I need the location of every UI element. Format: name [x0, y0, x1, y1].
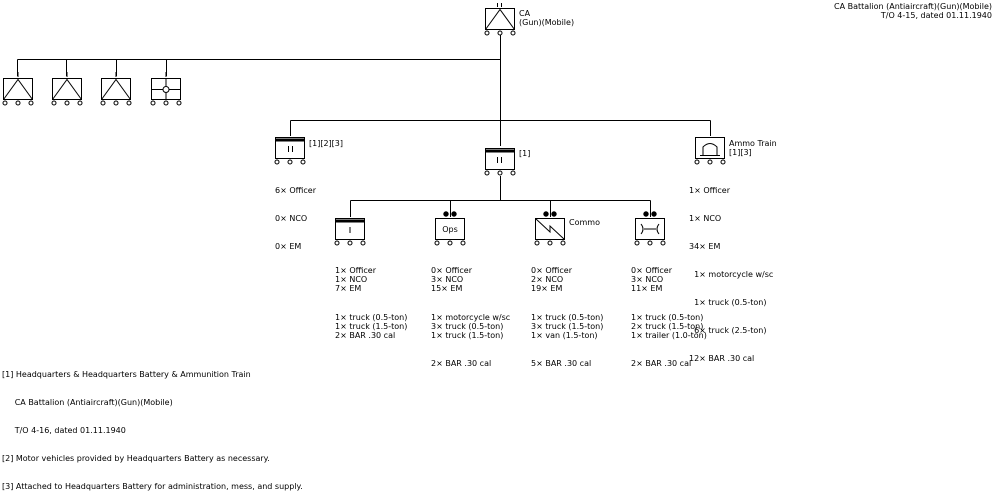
- section-signal-symbol: [534, 211, 566, 246]
- hq-admin-notes: [1][2][3]: [309, 139, 343, 148]
- gun-battery-symbol: [2, 72, 34, 106]
- hq-battery-symbol: [484, 148, 516, 176]
- hq-admin-symbol: [274, 137, 306, 165]
- ammo-train-symbol: [694, 137, 726, 165]
- top-unit-symbol: [484, 3, 516, 36]
- chart-title: CA Battalion (Antiaircraft)(Gun)(Mobile)…: [834, 2, 992, 21]
- section-ops-symbol: [434, 211, 466, 246]
- ammo-train-label: Ammo Train[1][3]: [729, 139, 777, 158]
- gun-battery-symbol: [100, 72, 132, 106]
- ops-symbol-label: Ops: [442, 225, 458, 234]
- section-maintenance-symbol: [634, 211, 666, 246]
- top-unit-label: CA(Gun)(Mobile): [519, 9, 575, 28]
- section-hq-symbol: [334, 218, 366, 246]
- footnotes: [1] Headquarters & Headquarters Battery …: [2, 369, 303, 492]
- org-chart-diagram: Ops: [2, 3, 726, 246]
- searchlight-battery-symbol: [150, 72, 182, 106]
- gun-battery-symbol: [51, 72, 83, 106]
- ammo-train-personnel: 1× Officer 1× NCO 34× EM 1× motorcycle w…: [689, 185, 774, 364]
- hq-battery-notes: [1]: [519, 149, 531, 158]
- commo-label: Commo: [569, 218, 600, 227]
- hq-admin-personnel: 6× Officer 0× NCO 0× EM: [275, 185, 316, 251]
